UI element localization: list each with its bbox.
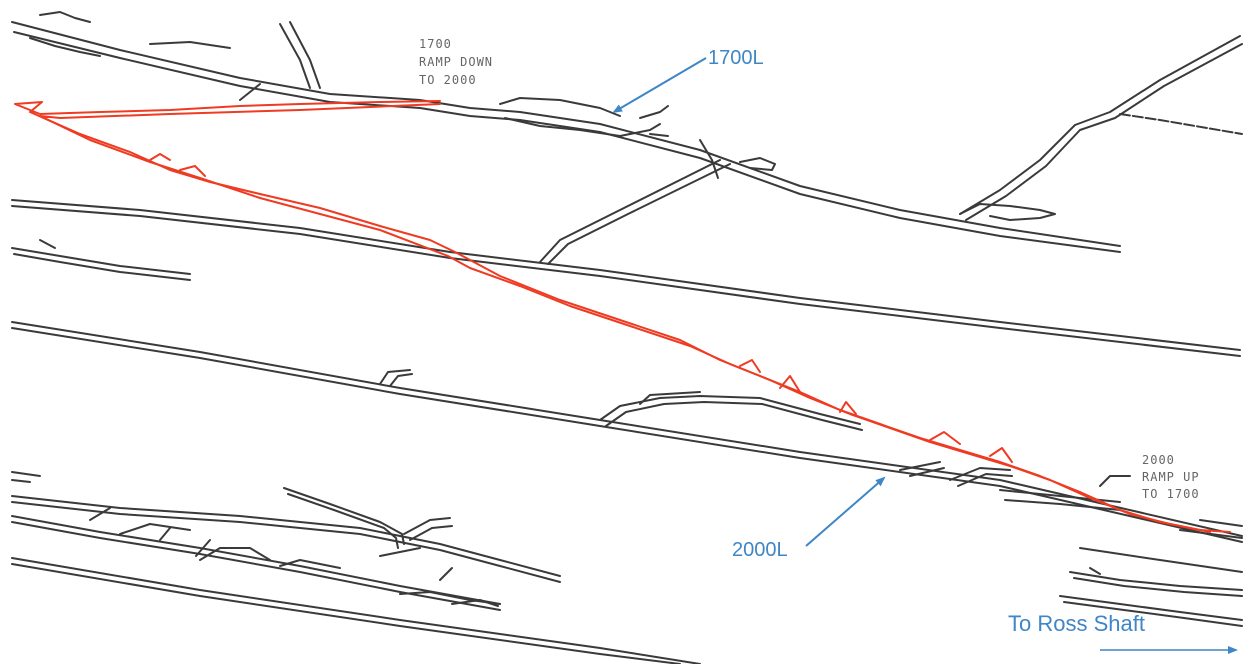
drift-northeast bbox=[959, 35, 1243, 221]
ramp-down-label-line1: 1700 bbox=[419, 37, 452, 51]
direction-callout: To Ross Shaft bbox=[1008, 611, 1238, 654]
ramp-crosscut bbox=[539, 139, 731, 265]
ramp-down-label-line2: RAMP DOWN bbox=[419, 55, 493, 69]
traverse-line-b bbox=[39, 103, 1211, 533]
ramp-up-label: 2000 RAMP UP TO 1700 bbox=[1142, 453, 1200, 501]
pointer-arrow-icon bbox=[805, 476, 886, 547]
ramp-up-label-line2: RAMP UP bbox=[1142, 470, 1200, 484]
callout-1700l-text: 1700L bbox=[708, 47, 764, 69]
survey-traverse bbox=[14, 100, 1231, 533]
ramp-up-label-line3: TO 1700 bbox=[1142, 487, 1200, 501]
drift-1700-main bbox=[11, 11, 1121, 253]
ramp-down-label: 1700 RAMP DOWN TO 2000 bbox=[419, 37, 493, 87]
drift-middle bbox=[11, 199, 1241, 357]
callout-2000l: 2000L bbox=[732, 476, 886, 561]
drift-southeast bbox=[1059, 519, 1243, 627]
ramp-up-label-line1: 2000 bbox=[1142, 453, 1175, 467]
callout-2000l-text: 2000L bbox=[732, 539, 788, 561]
drift-network bbox=[11, 11, 1243, 664]
traverse-line-a bbox=[14, 100, 1231, 533]
callout-1700l: 1700L bbox=[612, 47, 764, 114]
direction-text: To Ross Shaft bbox=[1008, 611, 1145, 636]
ramp-down-label-line3: TO 2000 bbox=[419, 73, 477, 87]
drift-south bbox=[11, 471, 701, 664]
pointer-arrow-icon bbox=[612, 57, 707, 114]
drift-spur bbox=[283, 487, 453, 549]
drift-2000-main bbox=[11, 321, 1243, 543]
